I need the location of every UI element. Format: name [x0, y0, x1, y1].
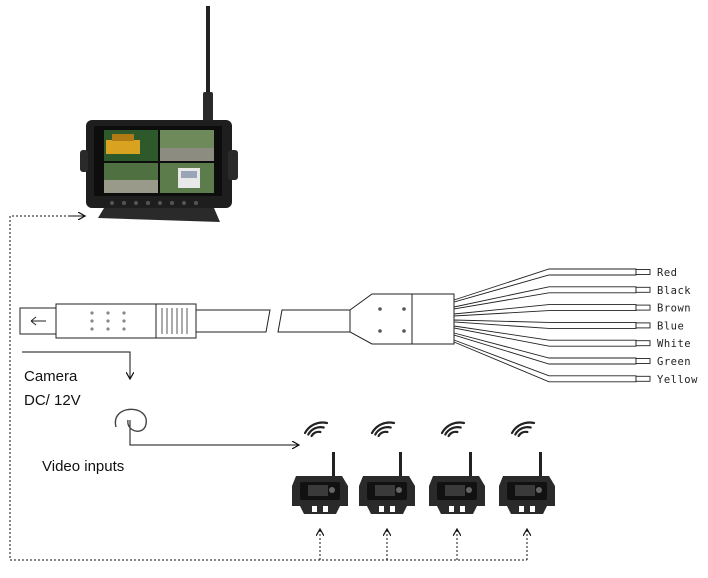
- connection-lines: [9, 215, 527, 561]
- wire-label: White: [657, 338, 691, 350]
- wireless-camera-icon: [292, 452, 348, 514]
- monitor: [80, 6, 238, 222]
- monitor-screen: [104, 130, 214, 193]
- splitter-head: [411, 293, 455, 345]
- wire-white: White: [453, 325, 691, 350]
- wire-red: Red: [453, 267, 677, 303]
- monitor-feed-line: [9, 215, 527, 561]
- wire-label: Black: [657, 285, 691, 297]
- monitor-buttons: [110, 201, 198, 205]
- power-line: [22, 351, 130, 378]
- wire-green: Green: [453, 332, 691, 368]
- wireless-camera-icon: [499, 452, 555, 514]
- power-label: DC/ 12V: [24, 392, 81, 409]
- wire-brown: Brown: [453, 303, 691, 317]
- camera-3: [429, 421, 485, 514]
- video-line: [129, 420, 298, 445]
- wire-black: Black: [453, 285, 691, 310]
- wire-label: Green: [657, 356, 691, 368]
- wire-yellow: Yellow: [453, 339, 698, 386]
- wire-label: Yellow: [657, 374, 698, 386]
- cable-assembly: [19, 293, 455, 345]
- coiled-cable: [114, 408, 147, 432]
- cable-segment: [195, 309, 271, 333]
- camera-4: [499, 421, 555, 514]
- cable-segment: [277, 309, 351, 333]
- cable-connector: [55, 303, 157, 339]
- camera-1: [292, 421, 348, 514]
- cable-splitter: [349, 293, 413, 345]
- camera-group: [292, 421, 555, 514]
- wireless-camera-icon: [359, 452, 415, 514]
- wireless-signal-icon: [303, 421, 329, 438]
- wire-label: Blue: [657, 320, 684, 332]
- wireless-signal-icon: [370, 421, 396, 438]
- wireless-signal-icon: [510, 421, 536, 438]
- wire-label: Red: [657, 267, 677, 279]
- wireless-signal-icon: [440, 421, 466, 438]
- camera-label: Camera: [24, 368, 78, 385]
- video-inputs-label: Video inputs: [42, 458, 125, 475]
- wire-label: Brown: [657, 303, 691, 315]
- camera-2: [359, 421, 415, 514]
- antenna-icon: [203, 6, 213, 122]
- wireless-camera-icon: [429, 452, 485, 514]
- cable-grip: [155, 303, 197, 339]
- wire-blue: Blue: [453, 319, 684, 332]
